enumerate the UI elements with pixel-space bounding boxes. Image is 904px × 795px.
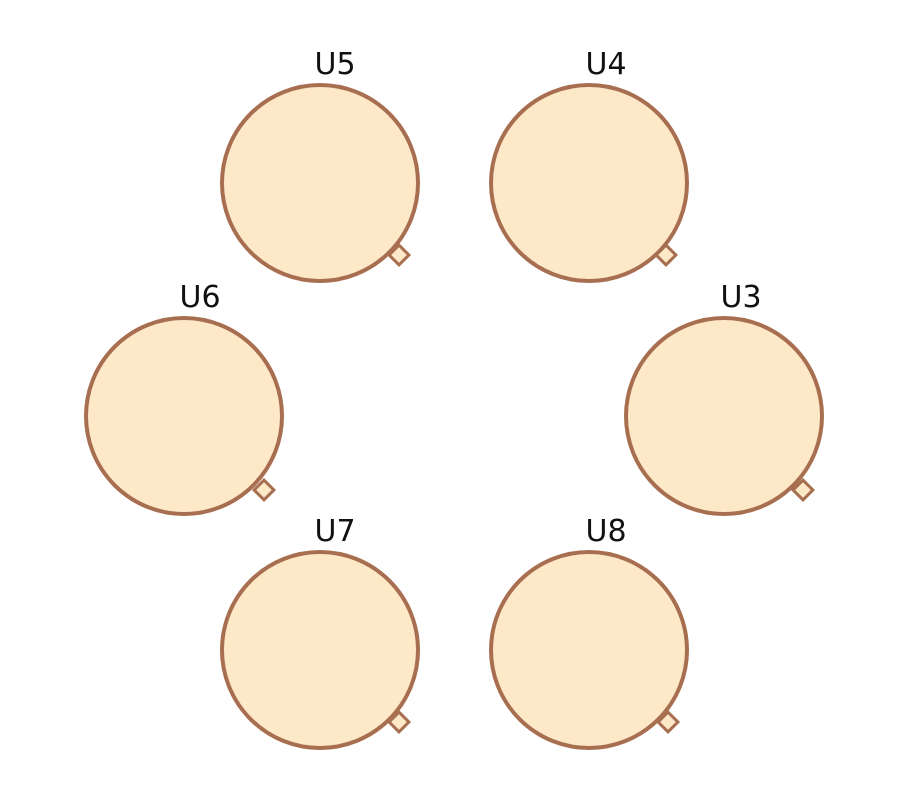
component-u8[interactable]: U8: [489, 514, 689, 750]
component-u7-pin1-marker: [386, 709, 412, 735]
component-u7-label: U7: [314, 514, 355, 549]
component-u5-label: U5: [314, 47, 355, 82]
component-u6[interactable]: U6: [84, 280, 284, 516]
component-u3-label: U3: [720, 280, 761, 315]
component-u5-body: [220, 83, 420, 283]
component-u7[interactable]: U7: [220, 514, 420, 750]
component-u8-label: U8: [585, 514, 626, 549]
component-u8-body: [489, 550, 689, 750]
component-u6-pin1-marker: [251, 477, 277, 503]
component-u5-pin1-marker: [386, 242, 412, 268]
component-u8-pin1-marker: [655, 709, 681, 735]
component-u4-body: [489, 83, 689, 283]
component-u6-label: U6: [179, 280, 220, 315]
component-u4[interactable]: U4: [489, 47, 689, 283]
component-u3-pin1-marker: [790, 477, 816, 503]
component-u7-body: [220, 550, 420, 750]
component-u4-pin1-marker: [653, 242, 679, 268]
component-u4-label: U4: [585, 47, 626, 82]
component-u5[interactable]: U5: [220, 47, 420, 283]
component-u3-body: [624, 316, 824, 516]
component-u6-body: [84, 316, 284, 516]
component-u3[interactable]: U3: [624, 280, 824, 516]
